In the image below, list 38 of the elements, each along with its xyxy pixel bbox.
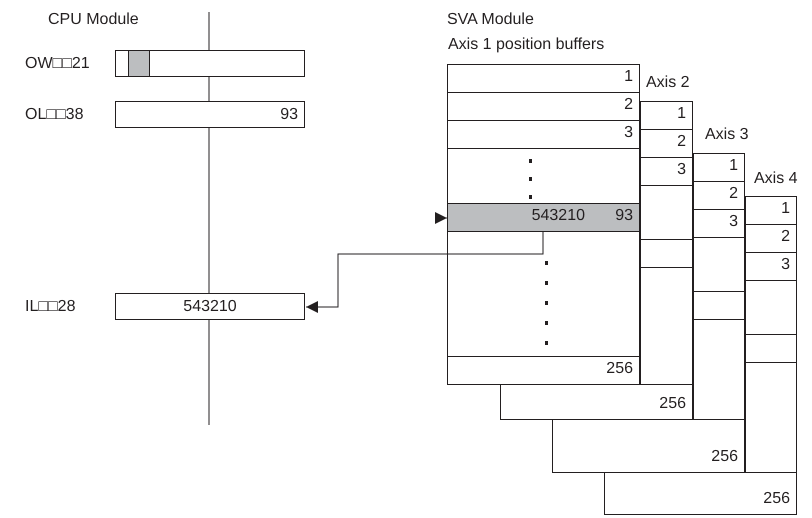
pointer-arrow	[434, 212, 448, 224]
row-number: 256	[711, 447, 738, 467]
register-value: 543210	[182, 297, 238, 317]
row-number: 3	[624, 123, 633, 143]
register-box	[115, 101, 305, 128]
row-number: 3	[677, 160, 686, 180]
register-name: OW□□21	[25, 54, 90, 74]
row-number: 1	[781, 199, 790, 219]
row-number: 256	[659, 394, 686, 414]
row-number: 1	[677, 104, 686, 124]
register-value: 93	[280, 105, 298, 125]
buffer-row	[604, 472, 797, 515]
row-number: 256	[606, 359, 633, 379]
row-number: 1	[624, 67, 633, 87]
module-heading: CPU Module	[48, 10, 139, 30]
row-number: 1	[729, 156, 738, 176]
module-heading: SVA Module	[447, 10, 534, 30]
row-number: 256	[763, 489, 790, 509]
row-number: 2	[729, 184, 738, 204]
arrow	[306, 232, 544, 313]
row-number: 93	[615, 206, 633, 226]
row-number: 2	[781, 227, 790, 247]
register-box	[115, 293, 305, 320]
buffer-row	[552, 419, 745, 473]
row-number: 3	[729, 212, 738, 232]
highlighted-row	[447, 203, 640, 232]
register-box	[115, 50, 305, 77]
register-name: IL□□28	[25, 297, 76, 317]
row-number: 3	[781, 255, 790, 275]
register-name: OL□□38	[25, 105, 84, 125]
table-heading: Axis 2	[646, 73, 690, 93]
table-heading: Axis 3	[705, 125, 749, 145]
row-number: 543210	[532, 206, 585, 226]
table-heading: Axis 1 position buffers	[448, 35, 604, 55]
buffer-row	[500, 384, 693, 420]
table-heading: Axis 4	[754, 169, 798, 189]
row-number: 2	[624, 95, 633, 115]
row-number: 2	[677, 132, 686, 152]
